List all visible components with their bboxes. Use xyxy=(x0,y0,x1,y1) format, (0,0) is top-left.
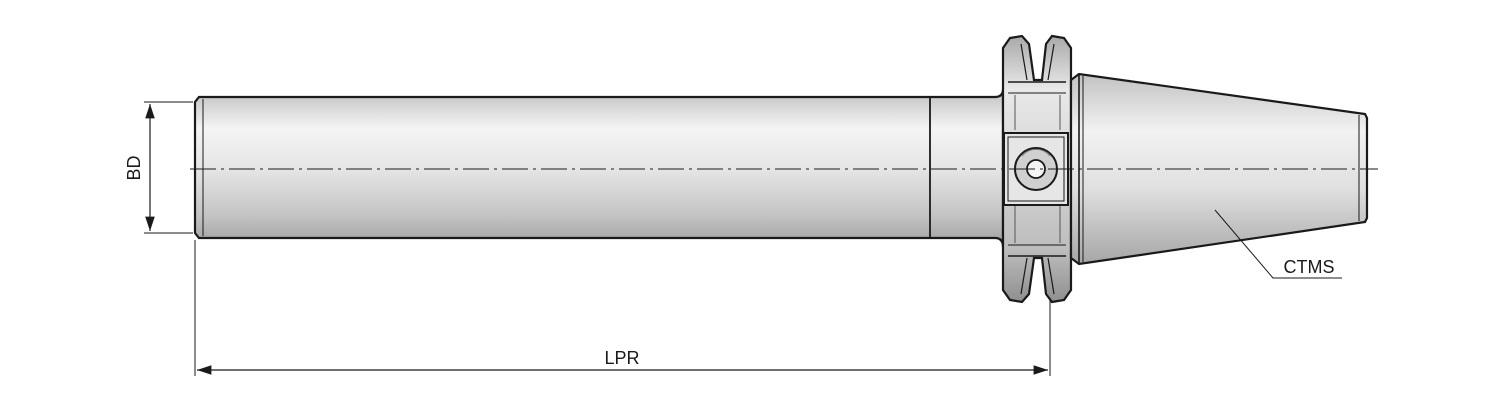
shank xyxy=(193,88,1005,248)
length-projection-dimension: LPR xyxy=(194,240,1051,376)
bore-diameter-dimension: BD xyxy=(124,101,193,234)
length-projection-label: LPR xyxy=(604,348,639,368)
connection-taper-label: CTMS xyxy=(1284,257,1335,277)
bore-diameter-label: BD xyxy=(124,155,144,180)
connection-taper-callout: CTMS xyxy=(1214,209,1342,279)
